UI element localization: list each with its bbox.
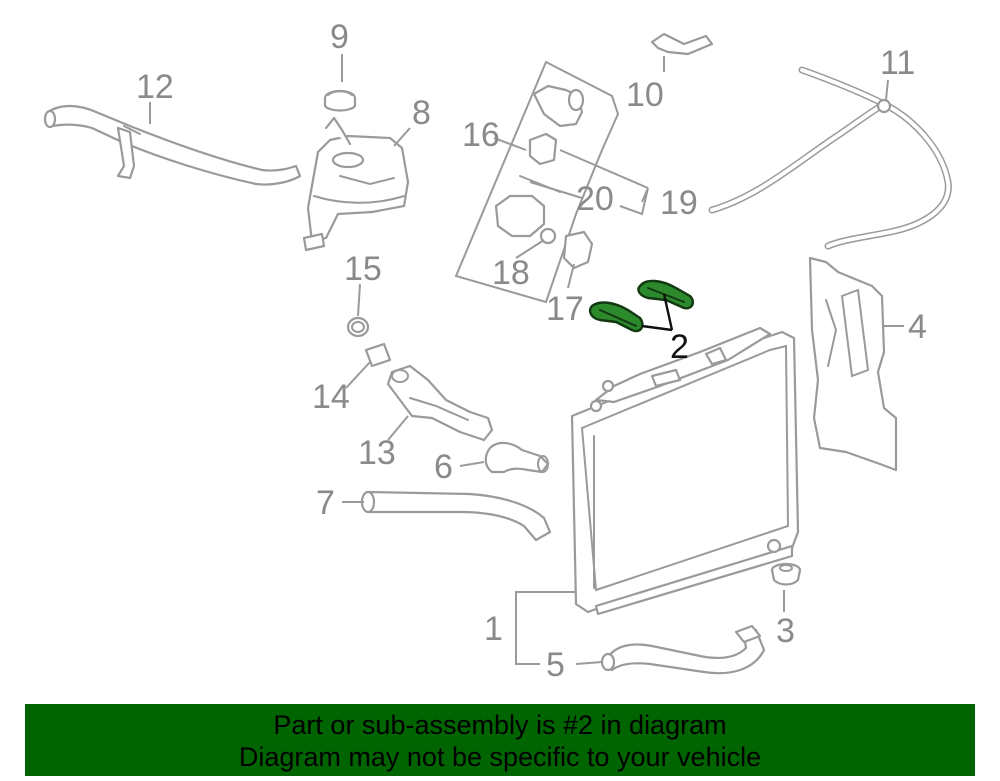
part-5-hose [600,624,766,675]
callout-14: 14 [312,378,350,416]
part-16-housing-kit [454,60,620,304]
part-3-mount [770,562,802,586]
part-2-brackets-highlighted [588,279,695,333]
callout-2: 2 [670,328,689,366]
part-11-hose [708,66,952,250]
callout-17: 17 [546,290,584,328]
part-8-reservoir [302,116,410,252]
part-12-hose [43,104,302,186]
leader-lines [149,54,904,665]
callout-7: 7 [316,484,335,522]
callout-16: 16 [462,116,500,154]
part-9-cap [323,89,357,112]
callout-12: 12 [136,68,174,106]
callout-13: 13 [358,434,396,472]
callout-11: 11 [880,44,915,82]
banner-line-part: Part or sub-assembly is #2 in diagram [273,710,727,740]
callout-3: 3 [776,612,795,650]
banner-line-disclaimer: Diagram may not be specific to your vehi… [238,742,762,772]
callout-18: 18 [492,254,530,292]
part-6-hose [484,441,550,474]
part-13-outlet [386,364,494,442]
part-1-radiator [570,326,800,616]
part-7-hose [360,490,552,542]
part-10-hose [650,32,714,56]
part-15-seal [346,316,370,338]
callout-19: 19 [660,184,698,222]
part-14-gasket [364,342,392,368]
callout-4: 4 [908,308,927,346]
callouts: 9 12 8 10 11 16 20 19 15 18 17 2 4 14 13… [136,18,927,684]
callout-8: 8 [412,94,431,132]
callout-20: 20 [576,180,614,218]
callout-5: 5 [546,646,565,684]
part-4-deflector [808,256,898,472]
callout-1: 1 [484,610,503,648]
callout-9: 9 [330,18,349,56]
callout-6: 6 [434,448,453,486]
info-banner: Part or sub-assembly is #2 in diagram Di… [25,704,975,776]
callout-10: 10 [626,76,664,114]
callout-15: 15 [344,250,382,288]
